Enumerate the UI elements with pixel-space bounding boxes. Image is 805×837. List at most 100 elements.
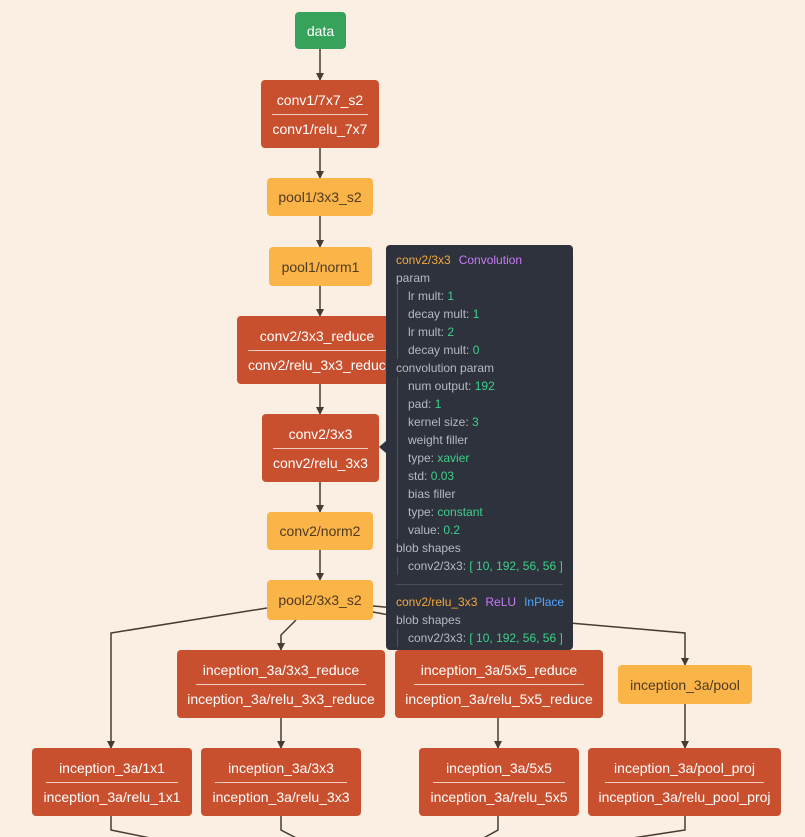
blob-key: conv2/3x3: xyxy=(408,631,467,645)
tooltip-bias-filler-row: type: constant xyxy=(397,503,563,521)
tooltip-layer-type: Convolution xyxy=(458,253,523,267)
param-key: type: xyxy=(408,505,435,519)
param-key: type: xyxy=(408,451,435,465)
node-i3a-1x1-label: inception_3a/1x1 xyxy=(59,759,165,776)
tooltip-weight-filler-label: weight filler xyxy=(397,431,563,449)
tooltip-layer-name: conv2/3x3 xyxy=(396,253,451,267)
node-conv1-label: conv1/7x7_s2 xyxy=(276,91,364,108)
tooltip-conv-param-row: kernel size: 3 xyxy=(397,413,563,431)
edge-5x5-out xyxy=(483,816,499,837)
param-value: 0.03 xyxy=(430,469,455,483)
node-conv1[interactable]: conv1/7x7_s2 conv1/relu_7x7 xyxy=(261,80,379,148)
node-conv2-reduce[interactable]: conv2/3x3_reduce conv2/relu_3x3_reduce xyxy=(237,316,397,384)
edge-1x1-out xyxy=(110,816,150,837)
param-key: kernel size: xyxy=(408,415,469,429)
node-i3a-3x3-relu-label: inception_3a/relu_3x3 xyxy=(212,788,350,805)
node-inception-3a-pool[interactable]: inception_3a/pool xyxy=(618,665,752,704)
node-separator xyxy=(46,781,178,783)
tooltip-param-row: lr mult: 2 xyxy=(397,323,563,341)
node-conv1-relu-label: conv1/relu_7x7 xyxy=(272,120,368,137)
param-key: lr mult: xyxy=(408,289,444,303)
param-key: num output: xyxy=(408,379,472,393)
node-pool1-label: pool1/3x3_s2 xyxy=(278,189,362,205)
param-key: std: xyxy=(408,469,428,483)
param-value: xavier xyxy=(437,451,470,465)
node-separator xyxy=(413,683,585,685)
tooltip-blob-shapes-label-2: blob shapes xyxy=(396,613,461,627)
param-value: constant xyxy=(437,505,483,519)
node-i3a-3x3-reduce-relu-label: inception_3a/relu_3x3_reduce xyxy=(187,690,375,707)
tooltip-layer2-type: ReLU xyxy=(485,595,517,609)
tooltip-blob-shapes-label: blob shapes xyxy=(396,541,461,555)
tooltip-layer-header: conv2/3x3 Convolution xyxy=(396,251,563,269)
node-conv2-reduce-label: conv2/3x3_reduce xyxy=(259,327,375,344)
node-pool1[interactable]: pool1/3x3_s2 xyxy=(267,178,373,216)
param-key: decay mult: xyxy=(408,307,470,321)
param-key: pad: xyxy=(408,397,432,411)
tooltip-param-row: decay mult: 0 xyxy=(397,341,563,359)
edge-poolproj-out xyxy=(634,816,686,837)
node-separator xyxy=(215,781,347,783)
node-separator xyxy=(271,113,369,115)
param-value: 0.2 xyxy=(443,523,461,537)
tooltip-arrow xyxy=(379,441,386,453)
node-data-label: data xyxy=(306,22,335,39)
tooltip-weight-filler-row: std: 0.03 xyxy=(397,467,563,485)
node-i3a-pool-proj-label: inception_3a/pool_proj xyxy=(614,759,755,776)
node-i3a-5x5-label: inception_3a/5x5 xyxy=(446,759,552,776)
node-separator xyxy=(433,781,565,783)
param-key: lr mult: xyxy=(408,325,444,339)
param-value: 1 xyxy=(434,397,442,411)
tooltip-layer2-header: conv2/relu_3x3 ReLU InPlace xyxy=(396,593,565,611)
tooltip-bias-filler-row: value: 0.2 xyxy=(397,521,563,539)
param-value: 192 xyxy=(474,379,495,393)
node-inception-3a-3x3[interactable]: inception_3a/3x3 inception_3a/relu_3x3 xyxy=(201,748,361,816)
tooltip-divider xyxy=(396,584,563,585)
tooltip-conv-param-row: num output: 192 xyxy=(397,377,563,395)
node-pool2-label: pool2/3x3_s2 xyxy=(278,592,362,608)
node-inception-3a-5x5[interactable]: inception_3a/5x5 inception_3a/relu_5x5 xyxy=(419,748,579,816)
param-value: 1 xyxy=(447,289,455,303)
blob-key: conv2/3x3: xyxy=(408,559,467,573)
nested-row: std: 0.03 xyxy=(408,469,454,483)
tooltip-conv-param-label: convolution param xyxy=(396,361,495,375)
node-i3a-5x5-relu-label: inception_3a/relu_5x5 xyxy=(430,788,568,805)
param-key: decay mult: xyxy=(408,343,470,357)
tooltip-param-row: decay mult: 1 xyxy=(397,305,563,323)
node-conv2-label: conv2/3x3 xyxy=(288,425,353,442)
blob-value: [ 10, 192, 56, 56 ] xyxy=(469,631,563,645)
node-inception-3a-pool-proj[interactable]: inception_3a/pool_proj inception_3a/relu… xyxy=(588,748,781,816)
node-data[interactable]: data xyxy=(295,12,346,49)
nested-row: value: 0.2 xyxy=(408,523,460,537)
node-i3a-pool-proj-relu-label: inception_3a/relu_pool_proj xyxy=(598,788,771,805)
tooltip-conv-param-row: pad: 1 xyxy=(397,395,563,413)
param-value: 0 xyxy=(472,343,480,357)
node-i3a-5x5-reduce-relu-label: inception_3a/relu_5x5_reduce xyxy=(405,690,593,707)
tooltip-param-label: param xyxy=(396,271,431,285)
node-pool2[interactable]: pool2/3x3_s2 xyxy=(267,580,373,620)
node-i3a-3x3-reduce-label: inception_3a/3x3_reduce xyxy=(202,661,360,678)
node-conv2-reduce-relu-label: conv2/relu_3x3_reduce xyxy=(248,356,394,373)
node-separator xyxy=(248,349,386,351)
node-conv2[interactable]: conv2/3x3 conv2/relu_3x3 xyxy=(262,414,379,482)
node-separator xyxy=(195,683,367,685)
node-separator xyxy=(605,781,764,783)
blob-value: [ 10, 192, 56, 56 ] xyxy=(469,559,563,573)
param-key: value: xyxy=(408,523,441,537)
node-inception-3a-1x1[interactable]: inception_3a/1x1 inception_3a/relu_1x1 xyxy=(32,748,192,816)
node-i3a-pool-label: inception_3a/pool xyxy=(630,676,740,693)
edge-pool2-3x3reduce xyxy=(277,619,297,651)
node-norm1[interactable]: pool1/norm1 xyxy=(269,247,372,286)
node-norm1-label: pool1/norm1 xyxy=(281,258,360,275)
param-value: 3 xyxy=(472,415,479,429)
tooltip-layer2-name: conv2/relu_3x3 xyxy=(396,595,478,609)
tooltip-layer2-flag: InPlace xyxy=(524,595,565,609)
edge-3x3-out xyxy=(280,816,296,837)
node-inception-3a-5x5-reduce[interactable]: inception_3a/5x5_reduce inception_3a/rel… xyxy=(395,650,603,718)
tooltip-blob-row: conv2/3x3: [ 10, 192, 56, 56 ] xyxy=(397,557,563,575)
node-i3a-5x5-reduce-label: inception_3a/5x5_reduce xyxy=(420,661,578,678)
tooltip-blob-row: conv2/3x3: [ 10, 192, 56, 56 ] xyxy=(397,629,563,647)
node-norm2[interactable]: conv2/norm2 xyxy=(267,512,373,550)
node-inception-3a-3x3-reduce[interactable]: inception_3a/3x3_reduce inception_3a/rel… xyxy=(177,650,385,718)
node-i3a-3x3-label: inception_3a/3x3 xyxy=(228,759,334,776)
